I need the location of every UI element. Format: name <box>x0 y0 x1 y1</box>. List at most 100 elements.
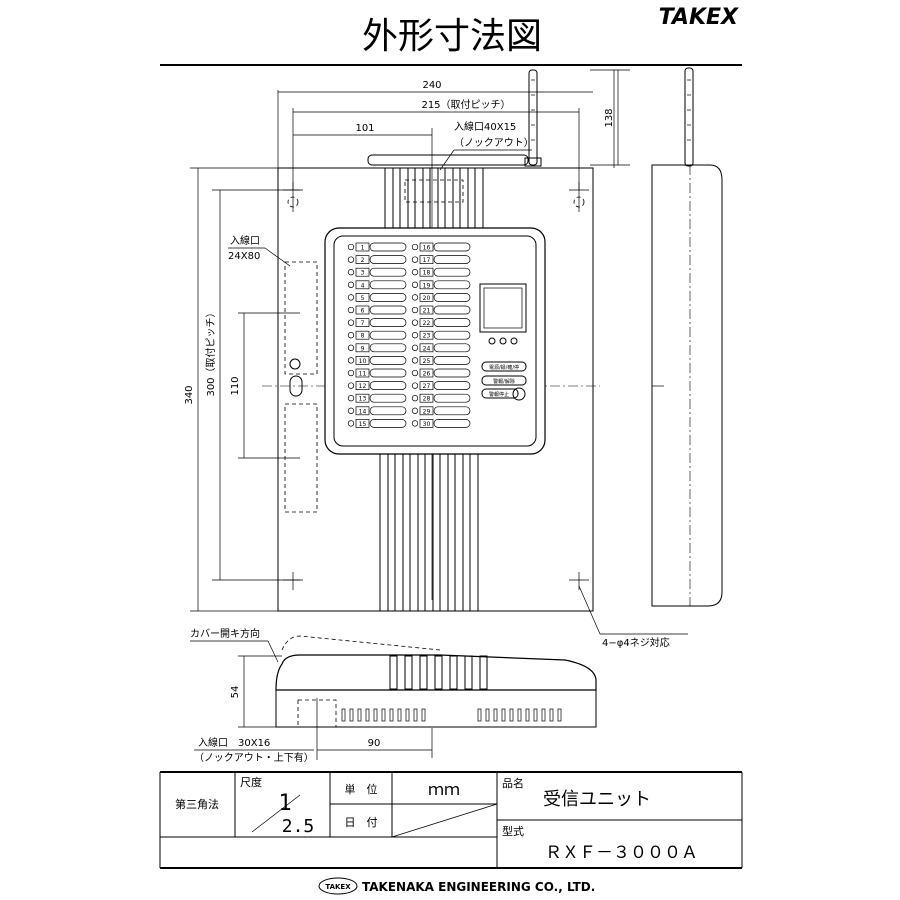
zone-number-box <box>419 318 434 327</box>
zone-number: 5 <box>361 295 365 302</box>
inlet-bottom-title: 入線口 30X16 <box>198 736 270 749</box>
zone-number-box <box>355 343 370 353</box>
zone-name-slot <box>369 305 407 315</box>
zone-row: 8 <box>347 330 407 340</box>
zone-number-box <box>419 280 434 290</box>
dim-offset-101: 101 <box>355 123 374 134</box>
bottom-view-ribs <box>389 655 488 690</box>
bottom-base <box>275 689 597 728</box>
zone-number-box <box>355 356 370 365</box>
panel-button-2 <box>481 375 527 386</box>
zone-number-box <box>355 419 370 428</box>
zone-name-slot <box>369 330 407 340</box>
zone-number: 27 <box>423 383 431 390</box>
zone-lamp <box>347 243 355 251</box>
zone-number: 7 <box>361 320 365 327</box>
zone-number-box <box>355 330 370 340</box>
zone-name-slot <box>433 356 471 365</box>
zone-number: 20 <box>423 295 431 302</box>
zone-name-slot <box>433 293 471 302</box>
zone-number-box <box>355 293 370 302</box>
zone-number-box <box>419 293 434 302</box>
zone-lamp <box>411 369 419 377</box>
zone-name-slot <box>369 356 407 365</box>
panel-inner <box>333 235 537 447</box>
led-indicator <box>510 337 518 345</box>
zone-name-slot <box>433 368 471 378</box>
front-view: 240 215（取付ピッチ） 101 138 入線口40X15 （ノックアウト） <box>184 69 688 649</box>
zone-row: 12 <box>347 381 407 390</box>
zone-name-slot <box>369 255 407 264</box>
dim-pitch-vertical: 300（取付ピッチ） <box>204 307 217 396</box>
vent-slots <box>341 708 562 722</box>
panel-button-3-label: 警報停止 <box>489 391 509 398</box>
side-view <box>651 67 723 607</box>
zone-name-slot <box>433 393 471 403</box>
zone-number-box <box>355 381 370 390</box>
zone-number: 26 <box>423 371 431 378</box>
zone-row: 11 <box>347 368 407 378</box>
zone-number: 19 <box>423 282 431 289</box>
title-block: 第三角法 尺度 1 2.5 単 位 ｍｍ 日 付 品名 受信ユニット 型式 ＲＸ… <box>159 771 743 869</box>
zone-row: 26 <box>411 368 471 378</box>
zone-row: 18 <box>411 267 471 277</box>
lcd-display <box>479 283 527 333</box>
zone-number: 18 <box>423 270 431 277</box>
zone-row: 15 <box>347 419 407 428</box>
zone-lamp <box>347 407 355 414</box>
zone-number-box <box>419 305 434 315</box>
zone-lamp <box>347 344 355 351</box>
zone-number-box <box>419 393 434 403</box>
projection-method: 第三角法 <box>175 797 219 811</box>
zone-number: 24 <box>423 345 431 352</box>
zone-number: 14 <box>359 408 367 415</box>
zone-number: 4 <box>361 282 365 289</box>
zone-number: 28 <box>423 396 431 403</box>
zone-lamp <box>411 269 419 276</box>
zone-row: 19 <box>411 280 471 290</box>
zone-name-slot <box>369 393 407 403</box>
zone-lamp <box>411 344 419 351</box>
zone-name-slot <box>433 406 471 416</box>
zone-row: 27 <box>411 381 471 390</box>
model-number: ＲＸＦ－３０００Ａ <box>545 843 698 863</box>
inlet-top-title: 入線口40X15 <box>454 120 516 133</box>
zone-number: 11 <box>359 371 367 378</box>
zone-number: 25 <box>423 358 431 365</box>
zone-name-slot <box>369 293 407 302</box>
zone-number: 9 <box>361 345 365 352</box>
zone-name-slot <box>433 280 471 290</box>
zone-lamp <box>411 243 419 251</box>
zone-number-box <box>355 305 370 315</box>
zone-name-slot <box>433 330 471 340</box>
zone-number-box <box>419 419 434 428</box>
top-ribs <box>384 167 484 231</box>
zone-lamp <box>347 294 355 301</box>
inlet-top-note: （ノックアウト） <box>454 137 534 149</box>
zone-row: 1 <box>347 242 407 252</box>
zone-lamp <box>411 420 419 427</box>
zone-number-box <box>419 242 434 252</box>
zone-row: 17 <box>411 255 471 264</box>
zone-number: 15 <box>359 421 367 428</box>
zone-name-slot <box>433 267 471 277</box>
zone-number: 10 <box>359 358 367 365</box>
side-body <box>651 164 723 607</box>
zone-number: 29 <box>423 408 431 415</box>
zone-number: 3 <box>361 270 365 277</box>
zone-lamp <box>347 306 355 314</box>
panel-button-1 <box>481 361 527 372</box>
company-logo-text: TAKEX <box>325 883 351 891</box>
name-label: 品名 <box>502 776 524 790</box>
zone-number-box <box>355 267 370 277</box>
dim-offset-110: 110 <box>230 376 241 395</box>
zone-number: 8 <box>361 333 365 340</box>
antenna-front <box>528 69 538 166</box>
zone-number-box <box>419 267 434 277</box>
zone-lamp <box>411 357 419 364</box>
zone-row: 23 <box>411 330 471 340</box>
zone-lamp <box>347 357 355 364</box>
zone-name-slot <box>369 267 407 277</box>
zone-number-box <box>355 255 370 264</box>
